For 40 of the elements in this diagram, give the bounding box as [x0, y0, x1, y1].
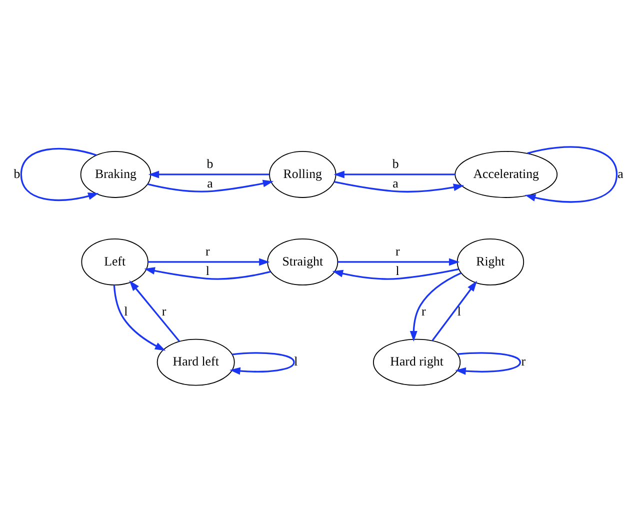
arrow	[432, 280, 478, 340]
arrow	[144, 266, 271, 280]
edge-label: l	[396, 264, 400, 278]
edge-label: b	[206, 156, 214, 171]
node-ellipse: Straight	[267, 238, 338, 285]
edge-label: l	[294, 354, 298, 368]
edge-label: a	[392, 176, 398, 190]
edge-label: b	[392, 156, 399, 171]
arrow	[410, 272, 462, 342]
edge-label: r	[521, 354, 526, 368]
edge-label: r	[422, 304, 426, 318]
edge-label: r	[206, 244, 210, 258]
edge-label: a	[207, 176, 213, 190]
node-ellipse: Braking	[80, 150, 152, 198]
edge-label: r	[162, 304, 166, 318]
edge-label: r	[395, 244, 400, 258]
arrow	[524, 146, 618, 202]
arrow	[148, 258, 270, 266]
edge-label: a	[618, 166, 624, 180]
arrow	[455, 352, 522, 374]
arrow	[20, 147, 99, 201]
node-ellipse: Hard left	[156, 338, 235, 386]
node-ellipse: Hard right	[372, 338, 461, 386]
edge-label: l	[206, 264, 210, 278]
arrow	[230, 352, 295, 374]
arrow	[129, 280, 180, 342]
edge-label: l	[457, 304, 461, 318]
node-ellipse: Accelerating	[454, 150, 558, 198]
arrow	[332, 268, 459, 280]
node-ellipse: Left	[81, 238, 148, 285]
edge-label: l	[124, 304, 128, 318]
arrow	[147, 179, 274, 192]
node-ellipse: Rolling	[269, 150, 336, 198]
arrow	[338, 258, 460, 266]
arrow	[334, 170, 456, 178]
node-ellipse: Right	[456, 238, 524, 285]
arrow	[148, 170, 270, 178]
arrow	[113, 284, 166, 350]
arrow	[334, 180, 464, 192]
edge-label: b	[14, 166, 20, 180]
